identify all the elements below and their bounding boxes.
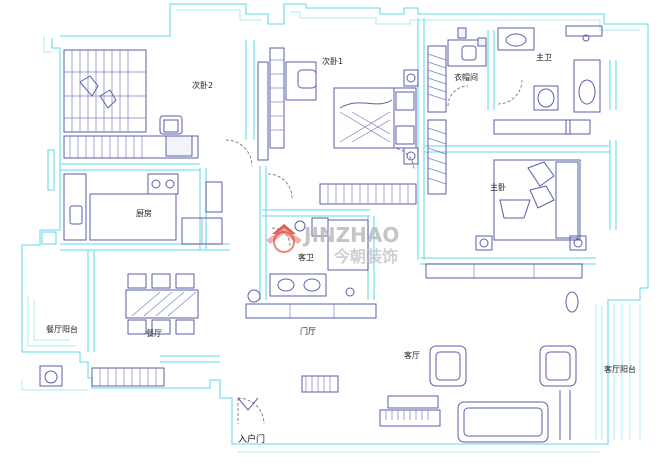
label-entrance: 入户门	[238, 433, 265, 445]
label-walk-in-closet: 衣帽间	[454, 72, 478, 82]
label-dining-room: 餐厅	[146, 329, 162, 338]
label-kitchen: 厨房	[136, 208, 152, 218]
label-second-bedroom-1: 次卧1	[322, 56, 343, 66]
label-second-bedroom-2: 次卧2	[192, 80, 213, 90]
interior-walls	[60, 18, 610, 363]
label-dining-balcony: 餐厅阳台	[46, 324, 78, 334]
label-living-balcony: 客厅阳台	[604, 364, 636, 374]
foyer-furniture	[245, 303, 377, 319]
second-bedroom-1-furniture	[257, 47, 419, 205]
label-master-bath: 主卫	[536, 52, 552, 62]
master-bedroom-furniture	[425, 159, 587, 313]
brand-watermark: JINZHAO 今朝装饰	[266, 223, 399, 266]
label-foyer: 门厅	[300, 326, 316, 336]
dining-furniture	[39, 273, 199, 387]
room-labels: 次卧2 次卧1 衣帽间 主卫 主卧 厨房 客卫 餐厅阳台 餐厅 门厅 客厅 客厅…	[46, 52, 636, 445]
kitchen-furniture	[63, 173, 223, 245]
second-bedroom-2-furniture	[63, 49, 199, 159]
brand-latin-text: JINZHAO	[302, 223, 399, 247]
master-bath-fixtures	[493, 25, 603, 135]
label-guest-bath: 客卫	[298, 252, 314, 262]
exterior-walls	[21, 3, 649, 453]
guest-bath-fixtures	[247, 217, 369, 303]
walk-in-closet-furniture	[427, 27, 487, 195]
label-master-bedroom: 主卧	[490, 182, 506, 192]
living-room-furniture	[301, 345, 577, 443]
brand-cn-text: 今朝装饰	[333, 247, 398, 266]
label-living-room: 客厅	[404, 350, 420, 360]
brand-logo	[266, 224, 302, 253]
